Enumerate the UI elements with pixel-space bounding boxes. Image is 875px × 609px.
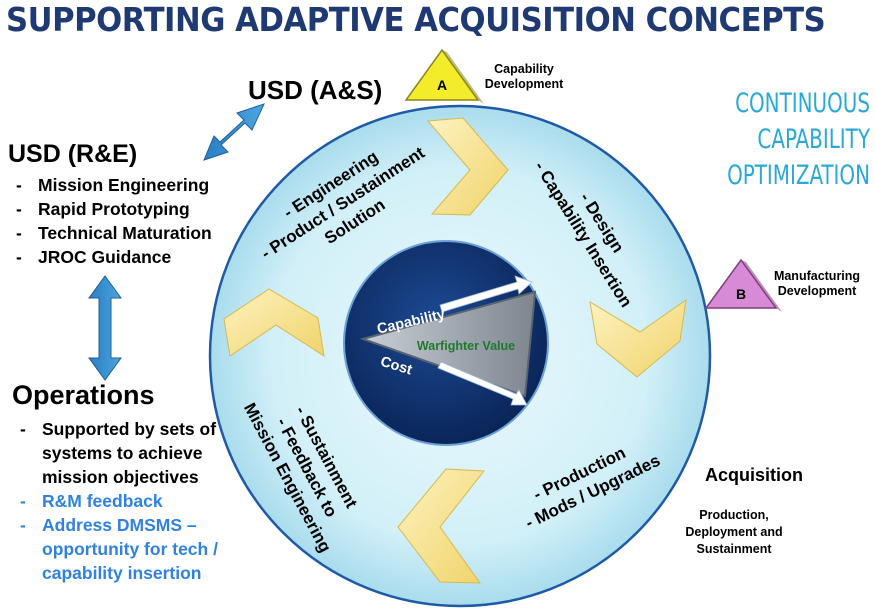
usd-re-item: Rapid Prototyping [8,197,248,221]
milestone-b-label: Manufacturing Development [773,269,861,298]
operations-item: Supported by sets of systems to achieve … [12,417,244,489]
operations-item: Address DMSMS – opportunity for tech / c… [12,513,244,585]
operations-list: Supported by sets of systems to achieve … [12,417,244,585]
page-title: SUPPORTING ADAPTIVE ACQUISITION CONCEPTS [6,0,826,39]
double-arrow-vertical-icon [88,275,122,381]
milestone-a-label: Capability Development [484,62,564,91]
milestone-a-letter: A [437,77,447,93]
usd-re-item: JROC Guidance [8,245,248,269]
milestone-a-triangle [404,48,484,104]
continuous-optimization-label: CONTINUOUS CAPABILITY OPTIMIZATION [727,88,870,191]
usd-re-list: Mission Engineering Rapid Prototyping Te… [8,173,248,269]
usd-re-item: Mission Engineering [8,173,248,197]
cost-arrow-icon [437,361,528,406]
double-arrow-diagonal-icon [203,103,265,161]
milestone-b-triangle [704,258,782,312]
usd-re-section: USD (R&E) Mission Engineering Rapid Prot… [8,140,248,269]
operations-section: Operations Supported by sets of systems … [12,380,244,585]
operations-item: R&M feedback [12,489,244,513]
chevron-top-right-icon [426,117,509,216]
usd-re-item: Technical Maturation [8,221,248,245]
usd-as-label: USD (A&S) [248,75,383,105]
chevron-bottom-icon [397,468,485,584]
chevron-right-icon [589,298,687,378]
acquisition-detail: Production, Deployment and Sustainment [685,508,783,556]
warfighter-value-label: Warfighter Value [417,339,515,353]
capability-arrow-icon [439,275,533,313]
operations-heading: Operations [12,380,155,410]
milestone-b-letter: B [736,286,746,302]
chevron-left-icon [223,288,325,358]
acquisition-heading: Acquisition [705,465,803,485]
usd-re-heading: USD (R&E) [8,140,138,168]
